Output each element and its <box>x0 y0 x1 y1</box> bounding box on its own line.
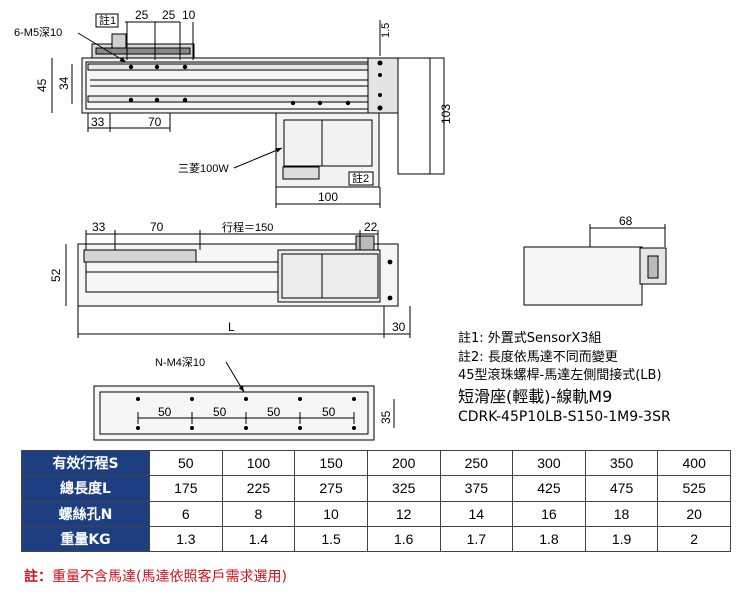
bottom-dim-50d: 50 <box>322 405 336 419</box>
row-label: 總長度L <box>21 475 150 502</box>
table-cell: 1.6 <box>366 525 441 553</box>
dim-33: 33 <box>91 115 105 129</box>
table-cell: 200 <box>366 449 441 477</box>
side-dim-33: 33 <box>92 220 106 234</box>
top-view <box>51 13 445 208</box>
dim-25a: 25 <box>135 8 149 22</box>
footnote-prefix: 註： <box>24 569 52 585</box>
note1-tag: 註1 <box>99 14 116 27</box>
mount-holes-label: N-M4深10 <box>155 356 205 369</box>
table-cell: 175 <box>149 475 223 502</box>
table-cell: 275 <box>294 475 368 502</box>
table-cell: 6 <box>149 500 223 527</box>
dim-70: 70 <box>148 115 162 129</box>
motor-label: 三菱100W <box>178 162 229 175</box>
stroke-dim: 行程＝150 <box>222 221 273 234</box>
table-cell: 18 <box>584 500 659 527</box>
dim-25b: 25 <box>162 8 176 22</box>
table-cell: 425 <box>512 475 586 502</box>
table-cell: 150 <box>294 449 368 477</box>
bottom-dim-50c: 50 <box>267 405 281 419</box>
row-label: 有效行程S <box>21 449 150 477</box>
table-cell: 375 <box>439 475 514 502</box>
table-cell: 14 <box>439 500 514 527</box>
type-line: 45型滾珠螺桿-馬達左側間接式(LB) <box>458 368 662 383</box>
table-cell: 1.7 <box>439 525 514 553</box>
technical-drawing: 註1 25 25 10 1.5 6-M5深10 45 34 33 70 103 … <box>14 8 667 441</box>
note2-tag: 註2 <box>352 172 369 185</box>
table-cell: 1.5 <box>294 525 368 553</box>
model-code: CDRK-45P10LB-S150-1M9-3SR <box>458 408 671 425</box>
table-cell: 8 <box>221 500 296 527</box>
table-cell: 100 <box>221 449 296 477</box>
dim-45: 45 <box>35 78 49 92</box>
side-dim-70: 70 <box>150 220 164 234</box>
table-cell: 2 <box>657 525 731 553</box>
table-cell: 325 <box>366 475 441 502</box>
bottom-dim-35: 35 <box>379 410 393 424</box>
table-cell: 50 <box>149 449 223 477</box>
bottom-dim-50a: 50 <box>158 405 172 419</box>
table-cell: 16 <box>512 500 586 527</box>
dim-10: 10 <box>182 8 196 22</box>
dim-100: 100 <box>318 190 338 204</box>
table-cell: 12 <box>366 500 441 527</box>
table-cell: 10 <box>294 500 368 527</box>
table-cell: 1.9 <box>584 525 659 553</box>
side-dim-L: L <box>228 320 235 334</box>
bottom-view <box>93 361 395 441</box>
table-cell: 350 <box>584 449 659 477</box>
dim-103: 103 <box>439 104 453 124</box>
row-label: 螺絲孔N <box>21 500 150 527</box>
dim-1-5: 1.5 <box>380 23 392 38</box>
table-cell: 400 <box>657 449 731 477</box>
table-cell: 1.3 <box>149 525 223 553</box>
dim-34: 34 <box>57 76 71 90</box>
table-cell: 250 <box>439 449 514 477</box>
end-dim-68: 68 <box>619 214 633 228</box>
table-cell: 475 <box>584 475 659 502</box>
notes-block: 註1: 外置式SensorX3組 註2: 長度依馬達不同而變更 45型滾珠螺桿-… <box>458 330 671 427</box>
table-cell: 225 <box>221 475 296 502</box>
note-2: 註2: 長度依馬達不同而變更 <box>458 349 618 365</box>
note-1: 註1: 外置式SensorX3組 <box>458 331 602 346</box>
product-name: 短滑座(輕載)-線軌M9 <box>458 386 613 406</box>
tapped-holes-label: 6-M5深10 <box>14 26 62 39</box>
end-view <box>523 224 667 306</box>
table-cell: 1.4 <box>221 525 296 553</box>
row-label: 重量KG <box>21 525 150 553</box>
footnote-text: 重量不含馬達(馬達依照客戶需求選用) <box>52 569 287 585</box>
side-dim-22: 22 <box>364 220 378 234</box>
table-cell: 525 <box>657 475 731 502</box>
side-dim-52: 52 <box>49 268 63 282</box>
side-view <box>65 230 411 338</box>
table-cell: 20 <box>657 500 731 527</box>
side-dim-30: 30 <box>392 320 406 334</box>
table-cell: 300 <box>512 449 586 477</box>
footnote: 註：重量不含馬達(馬達依照客戶需求選用) <box>24 566 287 586</box>
table-cell: 1.8 <box>512 525 586 553</box>
bottom-dim-50b: 50 <box>213 405 227 419</box>
